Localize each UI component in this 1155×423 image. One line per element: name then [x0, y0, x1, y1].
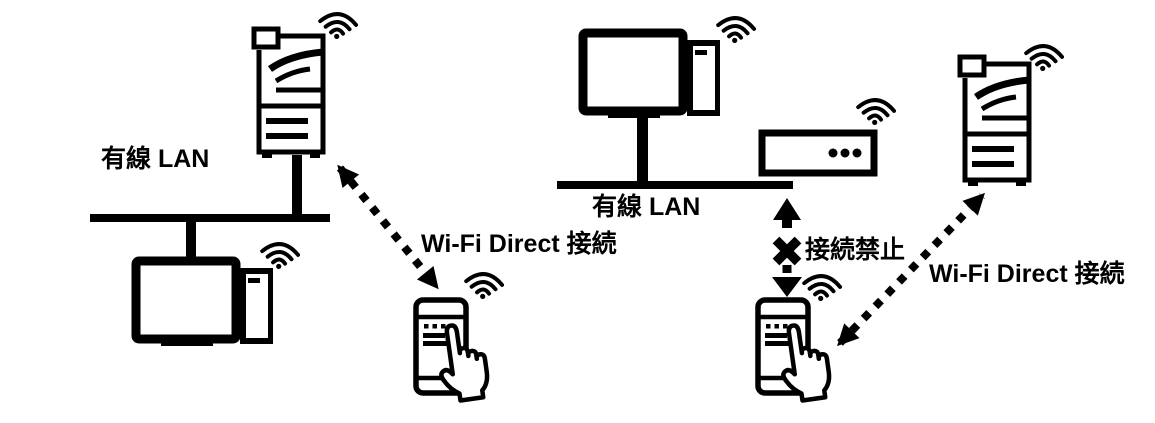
printer-lan-connector	[292, 155, 302, 219]
right-diagram: 有線 LAN 接続禁止 Wi-Fi Direct	[520, 0, 1155, 423]
desktop-computer-icon	[578, 28, 720, 120]
desktop-computer-icon	[131, 256, 273, 348]
computer-lan-connector	[186, 220, 196, 262]
wifi-direct-arrow	[837, 192, 985, 347]
wired-lan-line	[557, 181, 793, 189]
wifi-direct-arrow	[336, 164, 440, 290]
wifi-icon	[1022, 40, 1066, 72]
wifi-icon	[462, 268, 506, 300]
left-diagram: 有線 LAN Wi-Fi Direct 接続	[0, 0, 617, 423]
wifi-icon	[854, 94, 898, 126]
wifi-icon	[714, 12, 758, 44]
computer-lan-connector	[637, 118, 648, 182]
wired-lan-label: 有線 LAN	[101, 145, 210, 173]
wifi-direct-label: Wi-Fi Direct 接続	[421, 230, 617, 258]
wireless-router-icon	[758, 129, 878, 177]
wifi-icon	[316, 8, 360, 40]
wifi-icon	[258, 238, 302, 270]
prohibited-connection-arrow	[772, 198, 802, 297]
wired-lan-label: 有線 LAN	[592, 193, 701, 221]
smartphone-icon	[755, 297, 833, 415]
wired-lan-line	[90, 214, 330, 222]
wifi-direct-label: Wi-Fi Direct 接続	[929, 260, 1125, 288]
smartphone-icon	[413, 297, 491, 415]
